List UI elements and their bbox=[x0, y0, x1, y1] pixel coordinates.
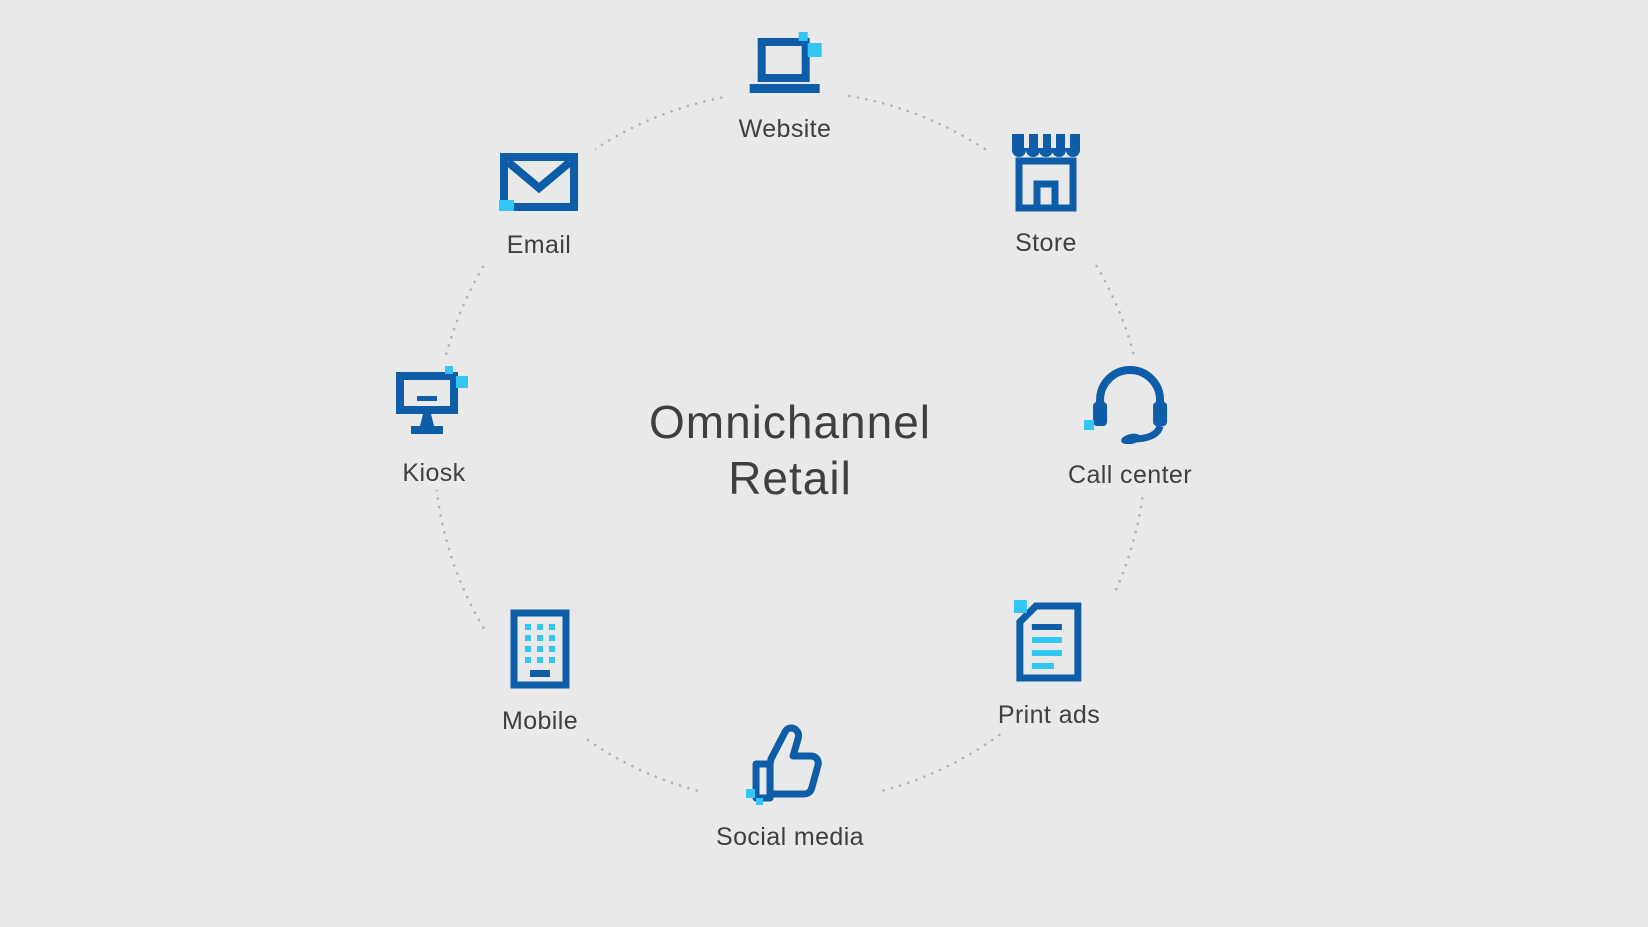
node-store: Store bbox=[988, 122, 1104, 260]
document-lines-icon bbox=[1013, 600, 1082, 682]
node-email: Email bbox=[483, 144, 595, 262]
node-label-store: Store bbox=[1015, 229, 1077, 257]
node-label-call-center: Call center bbox=[1068, 461, 1192, 489]
title-line-2: Retail bbox=[728, 452, 852, 505]
node-website: Website bbox=[722, 26, 848, 146]
node-label-print-ads: Print ads bbox=[997, 701, 1101, 729]
headset-icon bbox=[1084, 366, 1167, 444]
node-label-social-media: Social media bbox=[716, 823, 864, 851]
thumbs-up-icon bbox=[746, 724, 822, 805]
node-kiosk: Kiosk bbox=[379, 358, 489, 490]
node-label-email: Email bbox=[506, 231, 572, 259]
node-label-website: Website bbox=[738, 115, 832, 143]
smartphone-icon bbox=[510, 609, 570, 689]
kiosk-monitor-icon bbox=[396, 366, 468, 434]
node-label-kiosk: Kiosk bbox=[402, 459, 466, 487]
envelope-icon bbox=[499, 153, 578, 211]
laptop-icon bbox=[750, 32, 822, 93]
node-call-center: Call center bbox=[1052, 360, 1208, 492]
title-line-1: Omnichannel bbox=[648, 396, 932, 448]
storefront-icon bbox=[1012, 134, 1080, 212]
node-mobile: Mobile bbox=[485, 602, 595, 738]
node-label-mobile: Mobile bbox=[501, 707, 579, 735]
node-print-ads: Print ads bbox=[981, 594, 1117, 732]
page-title: Omnichannel Retail bbox=[630, 390, 950, 511]
node-social-media: Social media bbox=[700, 714, 880, 854]
